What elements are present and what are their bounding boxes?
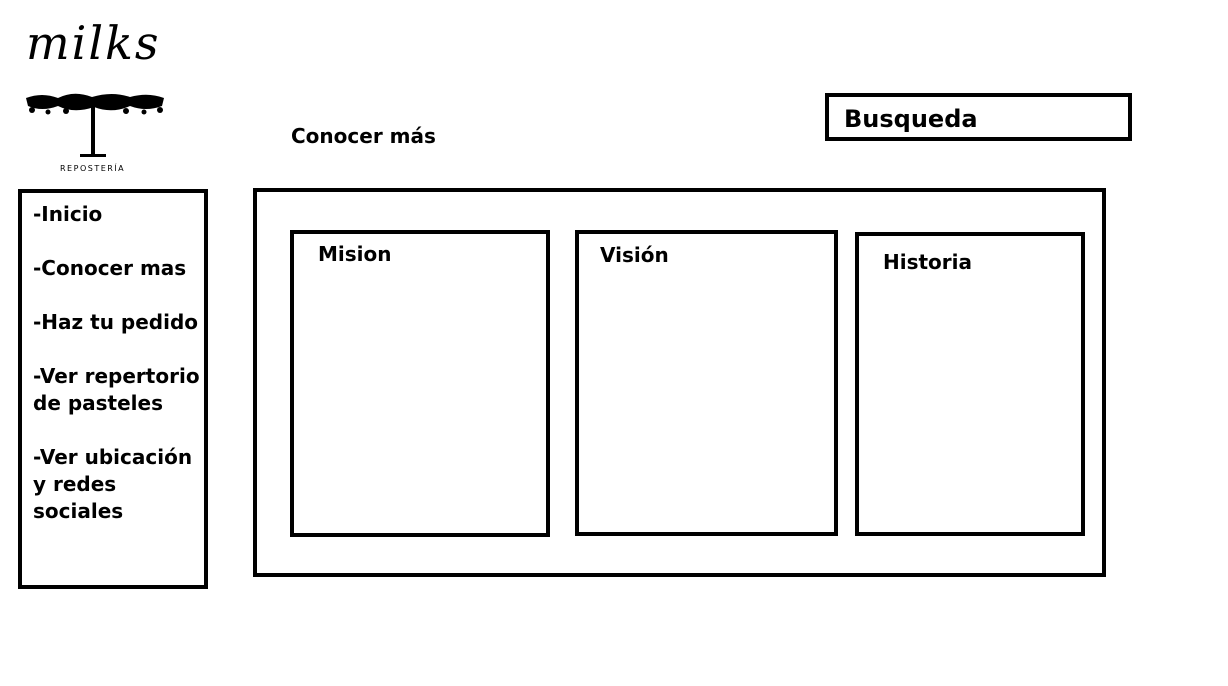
main-content-panel <box>253 188 1106 577</box>
milks-logo: milks REPOSTERÍA <box>22 20 172 175</box>
sidebar-item-ver-ubicacion[interactable]: -Ver ubicación y redes sociales <box>33 445 193 523</box>
sidebar-item-conocer-mas[interactable]: -Conocer mas <box>33 256 187 280</box>
search-input[interactable]: Busqueda <box>825 93 1132 141</box>
logo-subtitle: REPOSTERÍA <box>60 164 126 173</box>
card-vision-title: Visión <box>600 243 669 267</box>
card-mision: Mision <box>290 230 550 537</box>
logo-wordmark: milks <box>26 16 161 70</box>
page-title: Conocer más <box>291 124 436 148</box>
card-mision-title: Mision <box>318 242 392 266</box>
sidebar-item-ver-repertorio[interactable]: -Ver repertorio de pasteles <box>33 364 200 415</box>
card-historia-title: Historia <box>883 250 973 274</box>
sidebar-item-inicio[interactable]: -Inicio <box>33 202 103 226</box>
card-vision: Visión <box>575 230 838 536</box>
card-historia: Historia <box>855 232 1085 536</box>
sidebar-item-haz-tu-pedido[interactable]: -Haz tu pedido <box>33 310 199 334</box>
sidebar-menu: -Inicio -Conocer mas -Haz tu pedido -Ver… <box>18 189 208 589</box>
search-label: Busqueda <box>844 105 978 133</box>
logo-tree-icon <box>26 93 164 157</box>
